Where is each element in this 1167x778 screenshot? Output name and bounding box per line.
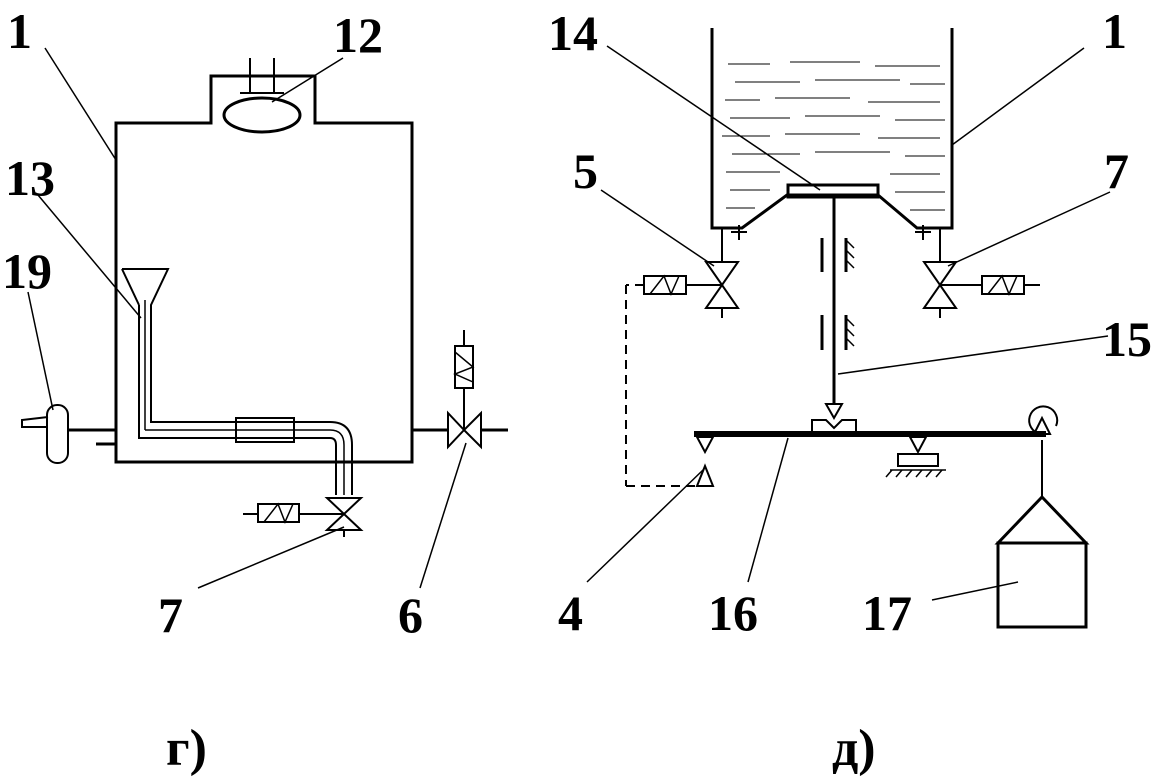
hook [1028,405,1059,497]
label-left-valve: 5 [573,143,598,199]
diagram-g: 1 12 13 19 7 6 г) [2,3,508,777]
diagram-d: 14 1 5 7 15 4 16 17 д) [548,3,1152,777]
label-lever: 16 [708,585,758,641]
left-valve [625,225,747,487]
side-valve [412,330,508,450]
label-tank-d: 1 [1102,3,1127,59]
support [695,463,715,487]
label-siphon-funnel: 13 [5,150,55,206]
bottom-valve-g [243,497,364,537]
label-side-valve: 6 [398,587,423,643]
label-tank-g: 1 [7,3,32,59]
siphon-funnel [121,268,353,495]
lid-hatch [222,58,302,134]
caption-d: д) [832,720,876,777]
label-support: 4 [558,585,583,641]
label-bottom-valve-d: 14 [548,5,598,61]
label-drain-tap: 19 [2,243,52,299]
weight [994,494,1090,629]
fulcrum [885,436,946,478]
drain-tap [21,404,116,464]
tank-body-d [710,28,954,230]
label-right-valve: 7 [1104,143,1129,199]
caption-g: г) [166,720,207,777]
tank-body-g [114,74,414,464]
rod-guides [820,238,855,350]
label-rod: 15 [1102,311,1152,367]
label-bottom-valve-g: 7 [158,587,183,643]
right-valve [915,225,1040,318]
water-lines [722,61,945,211]
label-lid: 12 [333,7,383,63]
label-weight: 17 [862,585,912,641]
